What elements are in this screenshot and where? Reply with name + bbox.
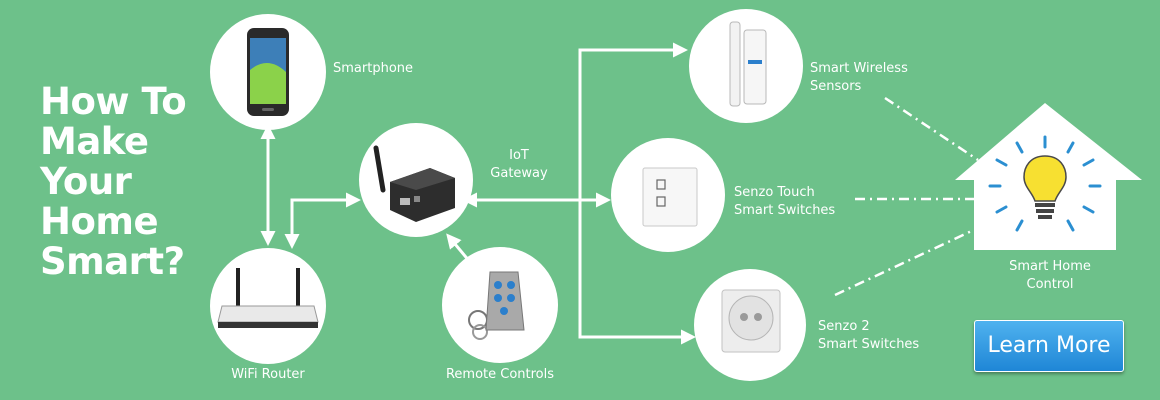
wireless-sensors-label-line: Sensors bbox=[810, 79, 862, 94]
remote-icon bbox=[468, 271, 525, 340]
senzo2-switches-label-line: Smart Switches bbox=[818, 337, 920, 352]
remote-controls-node bbox=[442, 247, 558, 363]
iot-gateway-node bbox=[359, 123, 473, 237]
gateway-icon bbox=[373, 145, 455, 222]
light-rays bbox=[988, 135, 1102, 232]
smart-home-control-label-line: Smart Home bbox=[1009, 259, 1091, 274]
smart-home-control-label-line: Control bbox=[1026, 277, 1074, 292]
wireless-links bbox=[834, 96, 979, 297]
iot-gateway-label: IoT Gateway bbox=[490, 147, 547, 183]
smartphone-label: Smartphone bbox=[333, 61, 414, 76]
senzo2-switches-node bbox=[694, 269, 806, 381]
smartphone-node bbox=[210, 14, 326, 130]
connector-router-gateway bbox=[284, 192, 361, 249]
headline-line: How To bbox=[40, 80, 187, 123]
iot-gateway-label-line: IoT bbox=[509, 148, 529, 163]
wifi-router-label: WiFi Router bbox=[231, 367, 305, 382]
touch-switches-label-line: Senzo Touch bbox=[734, 185, 815, 200]
iot-gateway-label-line: Gateway bbox=[490, 166, 548, 181]
headline-line: Smart? bbox=[40, 240, 185, 283]
remote-controls-label: Remote Controls bbox=[445, 367, 555, 382]
touch-switches-label: Senzo Touch Smart Switches bbox=[734, 184, 835, 220]
connector-to-senzo2 bbox=[578, 200, 696, 345]
headline: How To Make Your Home Smart? bbox=[40, 80, 187, 283]
wireless-sensors-label: Smart Wireless Sensors bbox=[810, 60, 908, 96]
senzo2-switches-label-line: Senzo 2 bbox=[818, 319, 870, 334]
headline-line: Make bbox=[40, 120, 149, 163]
learn-more-button[interactable]: Learn More bbox=[974, 320, 1124, 372]
smart-home-control-house bbox=[955, 103, 1142, 250]
smart-home-control-label: Smart Home Control bbox=[1009, 258, 1091, 294]
router-icon bbox=[217, 268, 319, 328]
senzo2-switch-icon bbox=[721, 289, 781, 353]
touch-switch-icon bbox=[642, 167, 698, 227]
connector-to-sensors bbox=[578, 42, 688, 200]
touch-switches-label-line: Smart Switches bbox=[734, 203, 836, 218]
sensor-icon bbox=[729, 21, 767, 107]
lightbulb-icon bbox=[1023, 155, 1067, 219]
wifi-router-node bbox=[210, 248, 326, 364]
touch-switches-node bbox=[611, 138, 725, 252]
headline-line: Home bbox=[40, 200, 159, 243]
senzo2-switches-label: Senzo 2 Smart Switches bbox=[818, 318, 919, 354]
wireless-sensors-node bbox=[689, 9, 803, 123]
headline-line: Your bbox=[40, 160, 132, 203]
wireless-link-senzo2 bbox=[834, 226, 979, 297]
wireless-sensors-label-line: Smart Wireless bbox=[810, 61, 908, 76]
smartphone-icon bbox=[247, 28, 289, 116]
wireless-link-sensors bbox=[884, 96, 979, 162]
